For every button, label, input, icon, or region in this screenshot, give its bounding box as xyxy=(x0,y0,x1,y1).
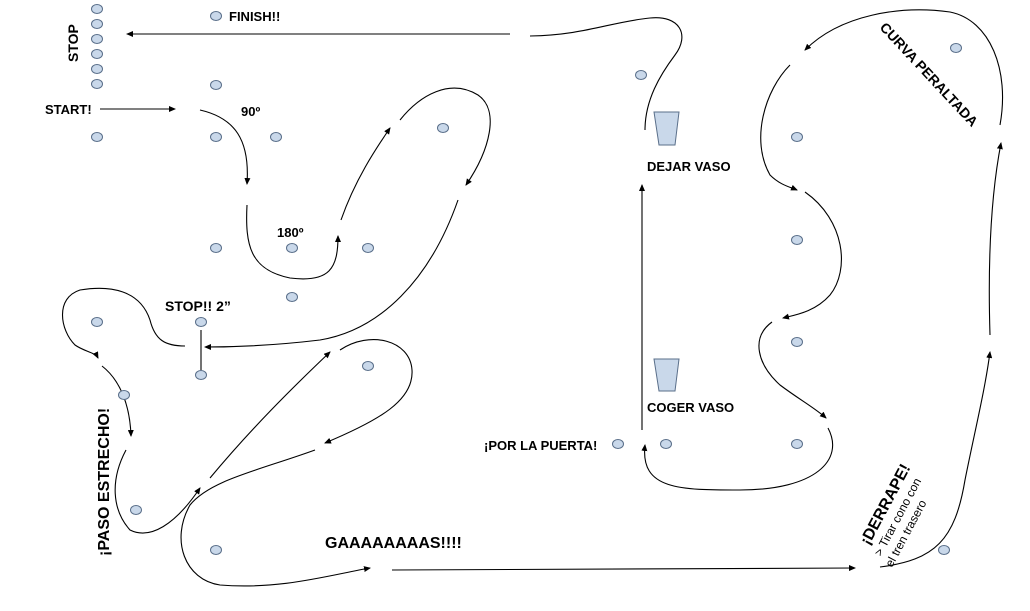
descent-path xyxy=(204,199,459,350)
cone xyxy=(210,545,222,555)
top-loop-path xyxy=(399,87,491,186)
cone xyxy=(91,4,103,14)
final-loop-path xyxy=(529,17,683,131)
banked-curve-label: CURVA PERALTADA xyxy=(877,19,982,129)
stop-label: STOP xyxy=(65,24,81,62)
cone xyxy=(437,123,449,133)
turn-90-path xyxy=(199,109,251,185)
s-curve-path-3 xyxy=(758,321,827,419)
gas-straight xyxy=(391,565,856,572)
start-label: START! xyxy=(45,102,92,117)
s-curve-path-2 xyxy=(782,191,842,320)
pick-cup-label: COGER VASO xyxy=(647,400,734,415)
cone xyxy=(270,132,282,142)
cone xyxy=(130,505,142,515)
gas-label: GAAAAAAAAS!!!! xyxy=(325,535,462,552)
track-lines xyxy=(62,9,1004,587)
left-loop-path xyxy=(62,287,186,359)
cone xyxy=(91,64,103,74)
gate-label: ¡POR LA PUERTA! xyxy=(484,438,597,453)
cone xyxy=(91,317,103,327)
cone xyxy=(118,390,130,400)
cone xyxy=(91,34,103,44)
cone xyxy=(938,545,950,555)
stop2-label: STOP!! 2” xyxy=(165,298,231,314)
cone xyxy=(210,11,222,21)
cone xyxy=(791,132,803,142)
gate-loop-path xyxy=(641,427,834,491)
cone xyxy=(195,370,207,380)
cone xyxy=(91,19,103,29)
cone xyxy=(91,49,103,59)
turn-180-label: 180º xyxy=(277,225,304,240)
climb-path xyxy=(340,127,391,221)
turn-90-label: 90º xyxy=(241,104,260,119)
cone xyxy=(210,132,222,142)
cone xyxy=(660,439,672,449)
cone xyxy=(210,80,222,90)
cones xyxy=(91,4,962,555)
drop-cup-label: DEJAR VASO xyxy=(647,159,731,174)
cone xyxy=(635,70,647,80)
drift-path xyxy=(879,351,993,568)
s-curve-path xyxy=(760,64,798,191)
cone xyxy=(791,439,803,449)
finish-label: FINISH!! xyxy=(229,9,280,24)
cone xyxy=(950,43,962,53)
turn-180-path xyxy=(246,204,341,280)
bottom-loop-path xyxy=(180,449,371,587)
narrow-passage-path-2 xyxy=(114,449,201,534)
cone xyxy=(362,243,374,253)
cone xyxy=(286,243,298,253)
cup-icon xyxy=(653,358,680,392)
cone xyxy=(195,317,207,327)
cone xyxy=(91,132,103,142)
cone xyxy=(286,292,298,302)
narrow-passage-label: ¡PASO ESTRECHO! xyxy=(96,408,113,556)
middle-loop-path xyxy=(324,339,413,444)
right-climb-path xyxy=(988,142,1003,336)
cone xyxy=(91,79,103,89)
banked-curve-path xyxy=(804,9,1004,126)
cone xyxy=(612,439,624,449)
cone xyxy=(362,361,374,371)
cone xyxy=(791,235,803,245)
cone xyxy=(210,243,222,253)
cup-icon xyxy=(653,111,680,146)
diagonal-up-path xyxy=(209,351,331,479)
cone xyxy=(791,337,803,347)
